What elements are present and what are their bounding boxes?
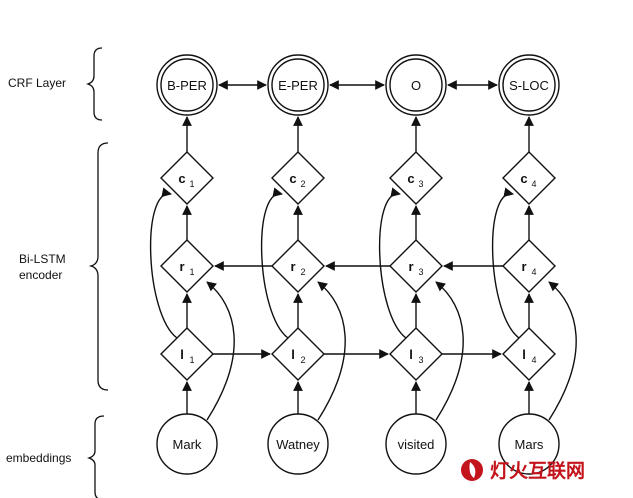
crf-tag-2: E-PER [278, 78, 318, 93]
crf-tag-4: S-LOC [509, 78, 549, 93]
l2-to-c-curve [260, 187, 289, 339]
crf-tag-3: O [411, 78, 421, 93]
watermark-text: 灯火互联网 [490, 460, 585, 482]
crf-layer-label: CRF Layer [8, 76, 66, 90]
word-node-2-circle [267, 413, 329, 475]
l-node-2-subscript: 2 [300, 355, 305, 365]
l-node-3-subscript: 3 [418, 355, 423, 365]
crf-node-2: E-PER [267, 54, 329, 116]
c-node-3-shape [389, 151, 443, 205]
word4-to-r-curve [548, 281, 577, 421]
r-node-4-label: r [521, 259, 526, 274]
c-node-2-subscript: 2 [300, 179, 305, 189]
word1-to-r-curve [206, 281, 235, 421]
crf-node-3: O [385, 54, 447, 116]
r-node-4-shape [502, 239, 556, 293]
word-node-3: visited [385, 413, 447, 475]
l-node-1-shape [160, 327, 214, 381]
l4-to-c-curve [491, 187, 520, 339]
r-node-3-label: r [408, 259, 413, 274]
word3-to-r-curve [435, 281, 464, 421]
r-node-3-subscript: 3 [418, 267, 423, 277]
word-label-2: Watney [276, 437, 320, 452]
crf-tag-1: B-PER [167, 78, 207, 93]
c-node-2-label: c [289, 171, 296, 186]
l-node-1-subscript: 1 [189, 355, 194, 365]
r-node-3-shape [389, 239, 443, 293]
l-node-1-label: l [180, 347, 184, 362]
c-node-3-label: c [407, 171, 414, 186]
r-node-4-subscript: 4 [531, 267, 536, 277]
word-label-3: visited [398, 437, 435, 452]
c-node-4-subscript: 4 [531, 179, 536, 189]
l1-to-c-curve [149, 187, 178, 339]
c-node-3-subscript: 3 [418, 179, 423, 189]
r-node-1-shape [160, 239, 214, 293]
encoder-label-line1: Bi-LSTM [19, 252, 66, 266]
l-node-4-label: l [522, 347, 526, 362]
word2-to-r-curve [317, 281, 346, 421]
c-node-1-label: c [178, 171, 185, 186]
word-label-1: Mark [173, 437, 202, 452]
r-node-1-label: r [179, 259, 184, 274]
r-node-1-subscript: 1 [189, 267, 194, 277]
encoder-brace [88, 142, 109, 391]
word-node-4: Mars [498, 413, 560, 475]
r-node-2-shape [271, 239, 325, 293]
c-node-4-label: c [520, 171, 527, 186]
c-node-1-subscript: 1 [189, 179, 194, 189]
watermark: 灯火互联网 [461, 459, 585, 482]
word-node-1: Mark [156, 413, 218, 475]
word-node-3-circle [385, 413, 447, 475]
word-node-1-circle [156, 413, 218, 475]
crf-node-3-inner [389, 58, 443, 112]
watermark-flame-icon [469, 462, 476, 478]
word-node-2: Watney [267, 413, 329, 475]
crf-node-2-inner [271, 58, 325, 112]
l3-to-c-curve [378, 187, 407, 339]
crf-node-1-inner [160, 58, 214, 112]
embeddings-brace [86, 415, 105, 498]
l-node-3-label: l [409, 347, 413, 362]
edges-layer [149, 80, 577, 421]
word-label-4: Mars [515, 437, 544, 452]
crf-node-1: B-PER [156, 54, 218, 116]
crf-node-4-inner [502, 58, 556, 112]
l-node-3-shape [389, 327, 443, 381]
embeddings-label: embeddings [6, 451, 71, 465]
l-node-2-shape [271, 327, 325, 381]
c-node-4-shape [502, 151, 556, 205]
r-node-2-label: r [290, 259, 295, 274]
crf-node-4: S-LOC [498, 54, 560, 116]
l-node-2-label: l [291, 347, 295, 362]
crf-brace [85, 47, 103, 121]
word-node-4-circle [498, 413, 560, 475]
l-node-4-shape [502, 327, 556, 381]
r-node-2-subscript: 2 [300, 267, 305, 277]
c-node-1-shape [160, 151, 214, 205]
l-node-4-subscript: 4 [531, 355, 536, 365]
encoder-label-line2: encoder [19, 268, 62, 282]
c-node-2-shape [271, 151, 325, 205]
